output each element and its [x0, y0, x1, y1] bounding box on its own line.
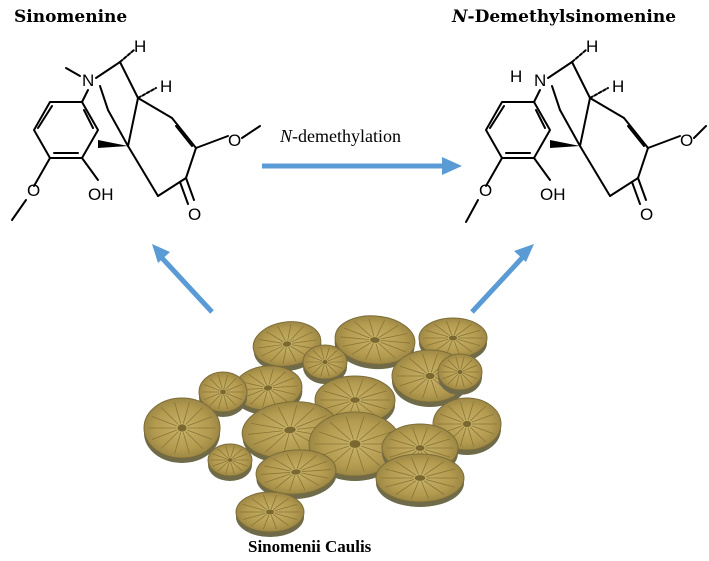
reaction-arrow: N-demethylation [262, 126, 462, 175]
demethylsinomenine-title: N-Demethylsinomenine [451, 7, 676, 27]
demethylsinomenine-enone-ring: O O [579, 97, 707, 224]
arrow-to-demethylsinomenine [470, 244, 534, 314]
sinomenine-aromatic-ring [33, 101, 99, 159]
sinomenine-title: Sinomenine [14, 7, 127, 27]
sinomenii-caulis-slices [143, 315, 502, 537]
sinomenii-caulis-label: Sinomenii Caulis [248, 537, 372, 556]
sinomenine-h-right: H [160, 77, 172, 96]
herb-slice [375, 453, 465, 507]
sinomenine-h-top: H [134, 37, 146, 56]
herb-slice [198, 371, 248, 417]
demethylsinomenine-n-atom: N [534, 71, 546, 90]
herb-slice [255, 449, 337, 500]
sinomenine-n-atom: N [82, 71, 94, 90]
reaction-label: N-demethylation [279, 126, 401, 146]
svg-text:O: O [27, 181, 40, 200]
svg-text:O: O [640, 205, 653, 224]
arrow-to-sinomenine [152, 244, 214, 314]
svg-text:O: O [479, 181, 492, 200]
sinomenine-structure: Sinomenine O OH N H H [11, 7, 261, 224]
sinomenine-oh: OH [88, 185, 114, 204]
demethylsinomenine-oh: OH [540, 185, 566, 204]
svg-text:H: H [612, 77, 624, 96]
herb-slice [143, 397, 221, 463]
sinomenine-enone-ring: O O [127, 97, 261, 224]
demethylsinomenine-structure: N-Demethylsinomenine O OH N H H H [451, 7, 707, 224]
svg-text:H: H [586, 37, 598, 56]
herb-slice [302, 344, 348, 384]
demethylsinomenine-nh: H [510, 67, 522, 86]
svg-text:O: O [188, 205, 201, 224]
demethylsinomenine-aromatic-ring [485, 101, 551, 159]
herb-slice [437, 353, 483, 395]
herb-slice [334, 315, 416, 370]
sinomenine-methoxy-left: O [11, 157, 51, 221]
herb-slice [207, 443, 253, 481]
herb-slice [235, 491, 305, 537]
svg-text:O: O [680, 131, 693, 150]
svg-text:O: O [228, 131, 241, 150]
